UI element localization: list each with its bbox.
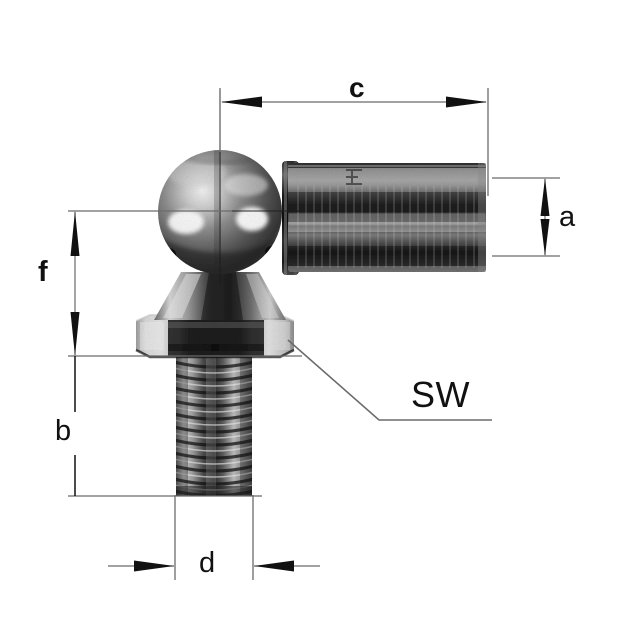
callout-sw [287,339,492,421]
threaded-stud-icon [176,356,252,496]
dimension-label-d: d [199,547,216,579]
arrowhead-c-left [221,96,262,108]
arrowhead-f-top [70,211,80,256]
dimension-label-a: a [559,201,576,233]
dimension-d [108,495,320,580]
part-illustration [135,150,486,496]
arrowhead-a-bottom [540,219,550,256]
tapered-neck-icon [154,272,286,320]
dimension-label-c: c [349,72,365,103]
hex-nut-icon [135,314,295,359]
dimension-label-b: b [55,415,72,447]
arrowhead-c-right [446,96,487,108]
cylindrical-housing-icon [288,163,486,272]
arrowhead-f-bottom [70,312,80,356]
callout-label-sw: SW [411,374,470,415]
dimension-label-f: f [38,256,48,288]
arrowhead-a-top [540,178,550,216]
dimension-c [219,88,489,196]
leader-line-sw [287,339,492,421]
arrowhead-d-left [134,560,174,572]
dimension-b [68,356,262,497]
ball-head-icon [158,150,282,274]
arrowhead-d-right [254,560,294,572]
dimension-f [68,210,302,357]
dimension-a [492,177,560,257]
